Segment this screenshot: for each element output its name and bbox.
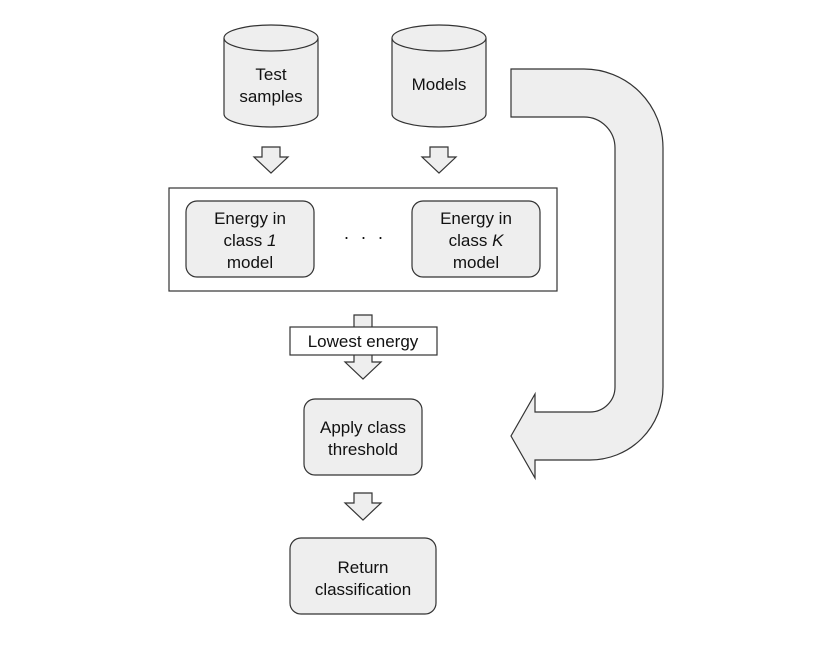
apply-threshold-line2: threshold: [328, 440, 398, 459]
arrow-down-test-samples: [252, 146, 290, 174]
test-samples-label-line1: Test: [255, 65, 286, 84]
test-samples-cylinder: Test samples: [223, 24, 319, 128]
test-samples-label-line2: samples: [239, 87, 302, 106]
apply-class-threshold-node: Apply class threshold: [303, 398, 423, 476]
energy-class-1-line1: Energy in: [214, 209, 286, 228]
energy-class-k-node: Energy in class K model: [411, 200, 541, 278]
energy-class-1-node: Energy in class 1 model: [185, 200, 315, 278]
models-cylinder: Models: [391, 24, 487, 128]
ellipsis: · · ·: [344, 227, 387, 247]
energy-class-1-line3: model: [227, 253, 273, 272]
return-classification-node: Return classification: [289, 537, 437, 615]
models-to-threshold-curved-arrow: [510, 68, 664, 481]
arrow-down-models: [420, 146, 458, 174]
models-label: Models: [412, 75, 467, 94]
apply-threshold-line1: Apply class: [320, 418, 406, 437]
return-classification-line2: classification: [315, 580, 411, 599]
lowest-energy-label: Lowest energy: [308, 332, 419, 351]
arrow-down-return: [343, 492, 383, 521]
energy-class-k-line3: model: [453, 253, 499, 272]
return-classification-line1: Return: [337, 558, 388, 577]
energy-class-1-line2: class 1: [224, 231, 277, 250]
energy-class-k-line2: class K: [449, 231, 504, 250]
lowest-energy-box: [289, 326, 438, 356]
energy-class-k-line1: Energy in: [440, 209, 512, 228]
